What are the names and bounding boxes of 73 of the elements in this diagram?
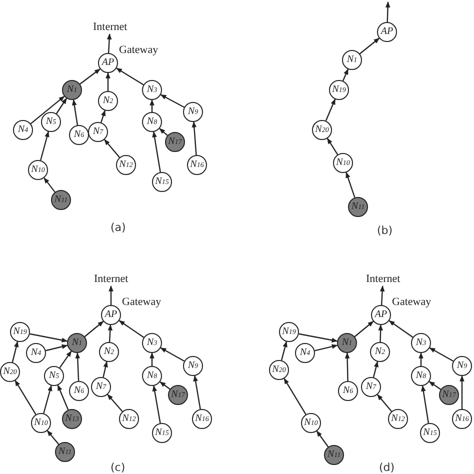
arrow xyxy=(326,138,338,155)
arrow xyxy=(314,344,338,352)
arrow xyxy=(150,352,154,366)
arrow xyxy=(428,381,442,390)
arrow xyxy=(460,375,464,409)
internet-label: Internet xyxy=(366,273,400,286)
arrow xyxy=(316,430,329,448)
arrow xyxy=(377,394,392,412)
arrow xyxy=(298,333,338,342)
arrow xyxy=(100,110,106,123)
arrow xyxy=(152,385,161,424)
arrow xyxy=(372,361,378,378)
arrow xyxy=(159,128,168,136)
panel-label: (c) xyxy=(110,460,126,474)
arrow xyxy=(14,380,36,415)
gateway-label: Gateway xyxy=(119,44,158,56)
arrow xyxy=(192,121,197,156)
arrow xyxy=(342,68,349,82)
arrow xyxy=(284,378,306,415)
node-circle: AP xyxy=(371,305,391,325)
arrow xyxy=(118,320,144,338)
arrow xyxy=(107,394,123,412)
arrow xyxy=(359,38,380,54)
arrow xyxy=(59,350,72,368)
arrow xyxy=(43,385,52,414)
arrow xyxy=(30,96,65,124)
arrow xyxy=(385,1,390,22)
arrow xyxy=(429,347,454,362)
arrow xyxy=(108,324,113,342)
arrow xyxy=(421,385,430,424)
arrow xyxy=(102,361,108,378)
arrow xyxy=(57,384,69,410)
arrow xyxy=(380,285,385,306)
arrow xyxy=(30,333,68,342)
arrow xyxy=(280,341,288,360)
arrow xyxy=(150,99,154,112)
node-circle: AP xyxy=(377,22,397,42)
arrow xyxy=(344,352,350,382)
arrow xyxy=(72,99,78,126)
arrow xyxy=(75,352,80,382)
arrow xyxy=(12,341,19,362)
panel-label: (b) xyxy=(377,224,393,236)
node-circle: AP xyxy=(101,305,121,325)
arrow xyxy=(108,285,114,305)
arrow xyxy=(388,320,414,338)
arrow xyxy=(418,352,424,366)
arrow xyxy=(193,375,201,410)
arrow xyxy=(80,68,100,84)
arrow xyxy=(46,430,60,445)
arrow xyxy=(160,94,184,108)
arrow xyxy=(106,72,110,91)
arrow xyxy=(44,177,56,192)
gateway-label: Gateway xyxy=(122,296,162,308)
arrow xyxy=(104,139,120,158)
arrow xyxy=(116,68,144,86)
arrow xyxy=(378,324,383,342)
arrow xyxy=(84,320,104,338)
arrow xyxy=(46,344,68,352)
internet-label: Internet xyxy=(93,21,128,34)
arrow xyxy=(325,98,336,122)
arrow xyxy=(346,172,356,198)
arrow xyxy=(160,347,185,362)
panel-label: (a) xyxy=(110,220,126,234)
arrow xyxy=(152,131,161,172)
arrow xyxy=(106,33,112,54)
panel-label: (d) xyxy=(379,460,395,474)
internet-label: Internet xyxy=(94,273,128,286)
gateway-label: Gateway xyxy=(392,296,432,308)
arrow xyxy=(56,98,68,114)
arrow xyxy=(160,381,170,390)
arrow xyxy=(40,131,50,160)
node-circle: AP xyxy=(98,53,118,73)
arrow xyxy=(354,320,374,338)
